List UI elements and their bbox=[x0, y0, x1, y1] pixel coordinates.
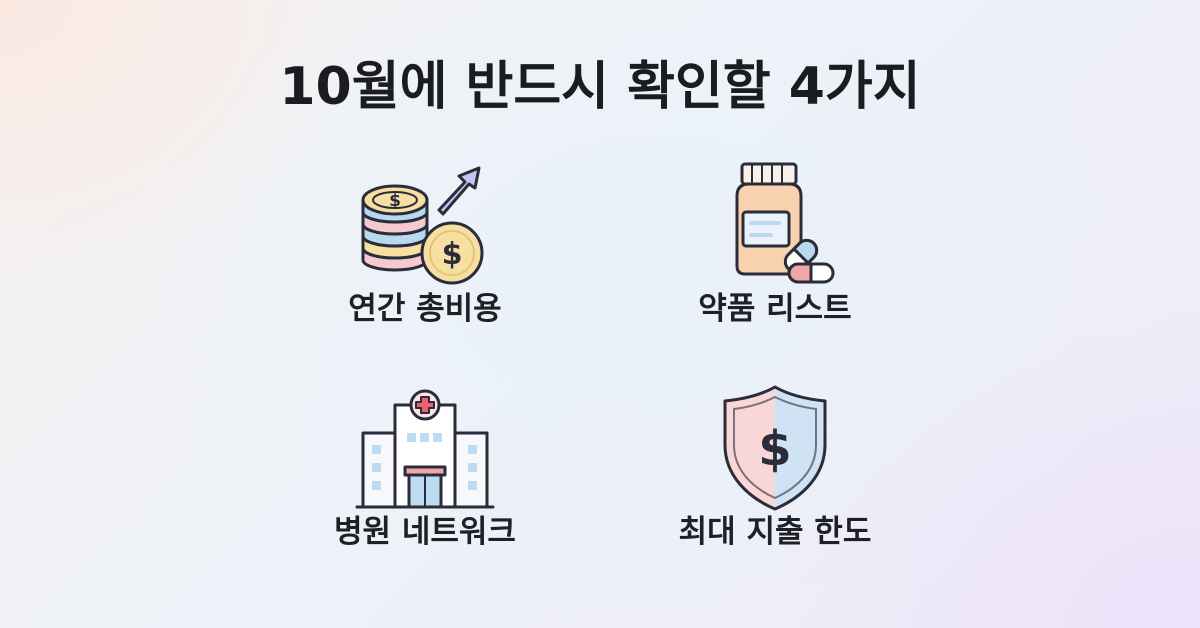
hospital-network-label: 병원 네트워크 bbox=[334, 514, 516, 550]
annual-cost-label: 연간 총비용 bbox=[348, 291, 502, 327]
page-title: 10월에 반드시 확인할 4가지 bbox=[279, 57, 921, 117]
shield-dollar-icon: $ bbox=[705, 383, 845, 513]
drug-list-card: 약품 리스트 bbox=[625, 160, 925, 350]
svg-text:$: $ bbox=[389, 191, 401, 211]
medicine-bottle-pills-icon bbox=[705, 160, 845, 290]
hospital-building-icon bbox=[355, 383, 495, 513]
max-out-of-pocket-card: $ 최대 지출 한도 bbox=[625, 383, 925, 573]
coins-dollar-arrow-up-icon: $ $ bbox=[355, 160, 495, 290]
hospital-network-card: 병원 네트워크 bbox=[275, 383, 575, 573]
max-out-of-pocket-label: 최대 지출 한도 bbox=[678, 514, 872, 550]
annual-cost-card: $ $ 연간 총비용 bbox=[275, 160, 575, 350]
svg-text:$: $ bbox=[758, 421, 791, 477]
svg-text:$: $ bbox=[442, 237, 463, 272]
drug-list-label: 약품 리스트 bbox=[698, 291, 852, 327]
